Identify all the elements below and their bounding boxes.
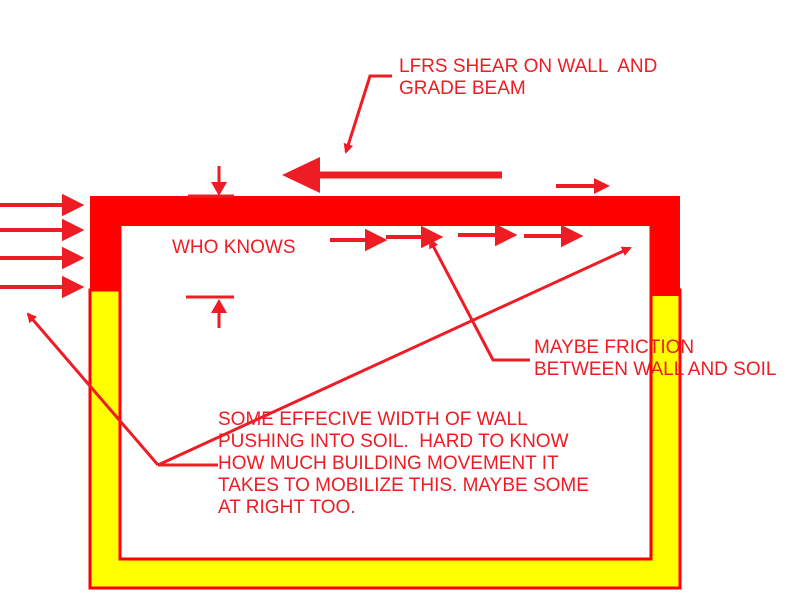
leader-lines — [26, 74, 632, 467]
applied-load-arrows — [0, 193, 85, 299]
who-knows-label: WHO KNOWS — [172, 237, 296, 258]
effective-width-label: SOME EFFECIVE WIDTH OF WALL PUSHING INTO… — [218, 409, 589, 518]
grade-beam — [90, 196, 680, 226]
left-wall — [90, 196, 120, 290]
soil-left-strip — [90, 290, 120, 588]
soil-bottom-strip — [90, 559, 680, 588]
beam-shear-arrow — [556, 178, 610, 194]
friction-arrows — [330, 223, 584, 252]
lfrs-shear-label: LFRS SHEAR ON WALL AND GRADE BEAM — [399, 56, 658, 99]
dimension-arrow-top — [188, 166, 234, 198]
lfrs-shear-arrow — [282, 157, 502, 193]
right-wall — [651, 196, 680, 296]
soil-right-strip — [651, 296, 680, 588]
dimension-arrow-bottom — [186, 295, 234, 328]
maybe-friction-label: MAYBE FRICTION BETWEEN WALL AND SOIL — [534, 337, 777, 380]
